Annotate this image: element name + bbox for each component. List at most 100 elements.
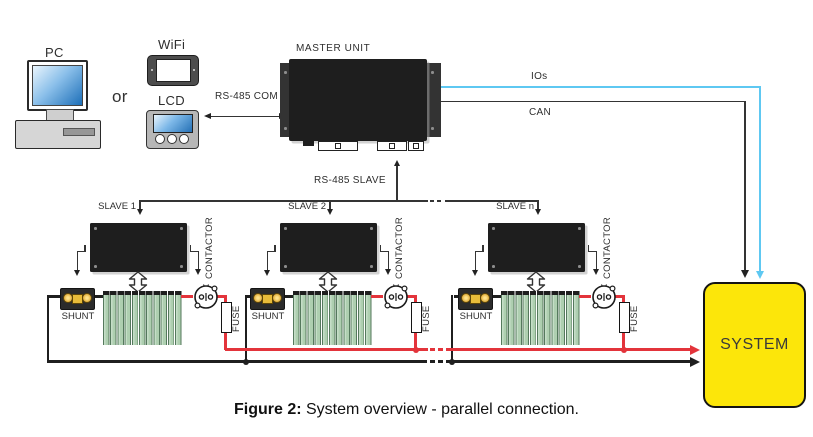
sense-wire xyxy=(77,251,86,253)
can-line-vertical xyxy=(744,100,746,272)
pc-base xyxy=(15,120,101,149)
or-label: or xyxy=(112,87,128,106)
sense-wire xyxy=(190,245,192,252)
master-connector xyxy=(318,141,358,151)
sense-arrow xyxy=(264,270,271,276)
sense-wire xyxy=(475,251,484,253)
figure-caption-number: Figure 2: xyxy=(233,401,302,418)
master-flange-right xyxy=(424,63,441,137)
positive-wire xyxy=(181,295,193,298)
positive-bus-dash xyxy=(430,348,435,351)
screw xyxy=(431,71,434,74)
sense-arrow xyxy=(472,270,479,276)
slave-bus-arrow xyxy=(534,209,541,215)
fuse-icon xyxy=(220,302,232,333)
sense-arrow xyxy=(195,269,201,275)
sense-wire xyxy=(482,245,484,252)
negative-bus xyxy=(446,360,691,363)
sense-wire xyxy=(595,251,597,270)
sense-wire xyxy=(475,251,477,271)
wifi-label: WiFi xyxy=(158,37,186,52)
slave-label: SLAVE 1 xyxy=(98,201,136,212)
contactor-icon xyxy=(590,283,618,316)
wifi-screen xyxy=(156,59,191,82)
positive-wire xyxy=(371,295,383,298)
sense-wire xyxy=(588,251,597,253)
master-unit-label: MASTER UNIT xyxy=(296,43,371,54)
sense-wire xyxy=(84,245,86,252)
sense-arrow xyxy=(593,269,599,275)
pc-label: PC xyxy=(45,45,64,60)
rs485-com-arrow-left xyxy=(204,113,211,119)
sense-wire xyxy=(380,251,389,253)
pc-drive-slot xyxy=(63,128,95,136)
slave-bus-arrow xyxy=(326,209,333,215)
figure-caption-text: System overview - parallel connection. xyxy=(301,401,579,418)
slave-label: SLAVE n xyxy=(496,201,534,212)
sense-arrow xyxy=(74,270,81,276)
sense-wire xyxy=(197,251,199,270)
negative-bus-arrow xyxy=(690,356,700,367)
rs485-slave-label: RS-485 SLAVE xyxy=(314,175,386,186)
negative-bus xyxy=(46,360,428,363)
slave-unit xyxy=(488,223,585,272)
fuse-icon xyxy=(618,302,630,333)
lcd-device-icon xyxy=(146,110,199,149)
fuse-label: FUSE xyxy=(231,305,242,332)
positive-wire xyxy=(217,295,226,298)
contactor-icon xyxy=(192,283,220,316)
lcd-button xyxy=(155,134,165,144)
positive-wire xyxy=(579,295,591,298)
positive-wire xyxy=(407,295,416,298)
sense-wire xyxy=(267,251,276,253)
slave-bus-drop xyxy=(139,200,141,210)
system-label: SYSTEM xyxy=(720,336,789,353)
lcd-screen xyxy=(153,114,193,133)
negative-wire-drop xyxy=(46,295,50,363)
slave-bus xyxy=(445,200,539,202)
slave-bus-arrow xyxy=(136,209,143,215)
positive-bus-arrow xyxy=(690,344,700,355)
slave-bus-drop xyxy=(537,200,539,210)
rs485-slave-line xyxy=(396,166,398,201)
master-unit xyxy=(289,59,427,141)
can-arrow xyxy=(741,270,749,278)
negative-wire-drop xyxy=(450,295,454,363)
ios-label: IOs xyxy=(531,71,548,82)
slave-bus xyxy=(140,200,428,202)
contactor-icon xyxy=(382,283,410,316)
master-connector xyxy=(408,141,424,151)
rs485-slave-arrow-up xyxy=(393,160,400,166)
shunt-icon xyxy=(458,288,493,310)
shunt-icon xyxy=(60,288,95,310)
shunt-icon xyxy=(250,288,285,310)
wire-junction xyxy=(412,346,419,353)
contactor-label: CONTACTOR xyxy=(602,217,613,279)
fuse-icon xyxy=(410,302,422,333)
shunt-label: SHUNT xyxy=(251,311,285,322)
ios-arrow xyxy=(756,271,764,279)
screw xyxy=(431,127,434,130)
sense-wire xyxy=(387,251,389,270)
shunt-label: SHUNT xyxy=(61,311,95,322)
ios-line xyxy=(441,86,761,88)
sense-arrow xyxy=(385,269,391,275)
sense-wire xyxy=(380,245,382,252)
slave-label: SLAVE 2 xyxy=(288,201,326,212)
sense-wire xyxy=(267,251,269,271)
positive-bus xyxy=(224,348,428,351)
battery-pack-icon xyxy=(501,291,580,345)
wire-junction xyxy=(620,346,627,353)
slave-bus-dash xyxy=(437,200,441,202)
rs485-com-label: RS-485 COM xyxy=(215,91,279,102)
positive-wire xyxy=(615,295,624,298)
pc-screen xyxy=(32,65,83,106)
fuse-label: FUSE xyxy=(629,305,640,332)
contactor-label: CONTACTOR xyxy=(394,217,405,279)
ios-line-vertical xyxy=(759,86,761,272)
sense-wire xyxy=(190,251,199,253)
system-box: SYSTEM xyxy=(703,282,806,408)
sense-wire xyxy=(588,245,590,252)
fuse-label: FUSE xyxy=(421,305,432,332)
